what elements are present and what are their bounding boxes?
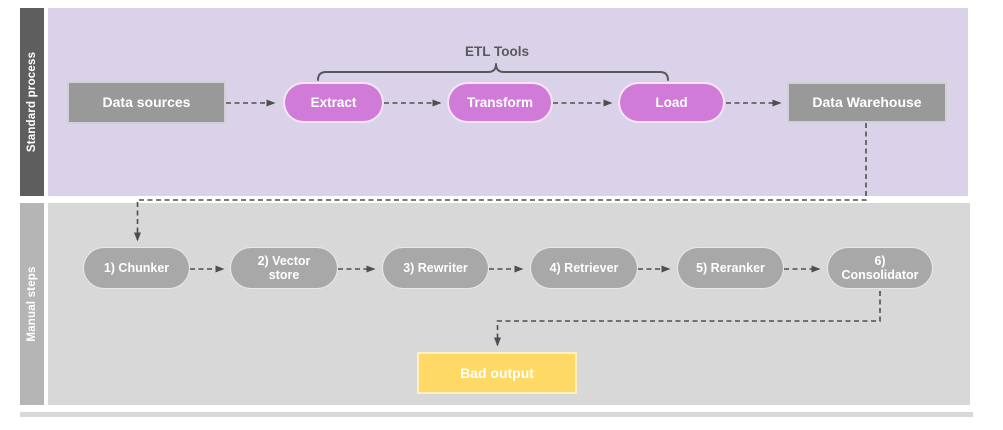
lane-header-standard-process: Standard process: [20, 8, 44, 196]
node-bad-output-label: Bad output: [460, 364, 534, 381]
next-lane-edge: [20, 412, 973, 417]
node-load[interactable]: Load: [618, 82, 725, 123]
node-extract[interactable]: Extract: [283, 82, 384, 123]
node-consolidator[interactable]: 6) Consolidator: [827, 247, 933, 289]
node-vector-store-label: 2) Vector store: [257, 253, 311, 282]
node-reranker[interactable]: 5) Reranker: [677, 247, 784, 289]
node-chunker-label: 1) Chunker: [103, 260, 170, 275]
node-data-sources[interactable]: Data sources: [67, 81, 226, 124]
lane-title-standard-process: Standard process: [26, 51, 38, 153]
node-transform[interactable]: Transform: [447, 82, 553, 123]
node-data-warehouse-label: Data Warehouse: [812, 94, 922, 111]
node-bad-output[interactable]: Bad output: [417, 352, 577, 394]
etl-tools-label: ETL Tools: [465, 44, 529, 59]
node-extract-label: Extract: [310, 94, 357, 110]
node-reranker-label: 5) Reranker: [696, 260, 765, 275]
node-data-sources-label: Data sources: [102, 94, 191, 111]
node-chunker[interactable]: 1) Chunker: [83, 247, 190, 289]
node-vector-store[interactable]: 2) Vector store: [230, 247, 338, 289]
lane-header-manual-steps: Manual steps: [20, 203, 44, 405]
node-data-warehouse[interactable]: Data Warehouse: [787, 82, 947, 123]
node-consolidator-label: 6) Consolidator: [841, 253, 919, 282]
node-retriever[interactable]: 4) Retriever: [530, 247, 638, 289]
node-rewriter[interactable]: 3) Rewriter: [382, 247, 489, 289]
node-transform-label: Transform: [466, 94, 534, 110]
node-rewriter-label: 3) Rewriter: [403, 260, 468, 275]
lane-title-manual-steps: Manual steps: [26, 266, 38, 342]
node-retriever-label: 4) Retriever: [549, 260, 619, 275]
node-load-label: Load: [655, 94, 688, 110]
